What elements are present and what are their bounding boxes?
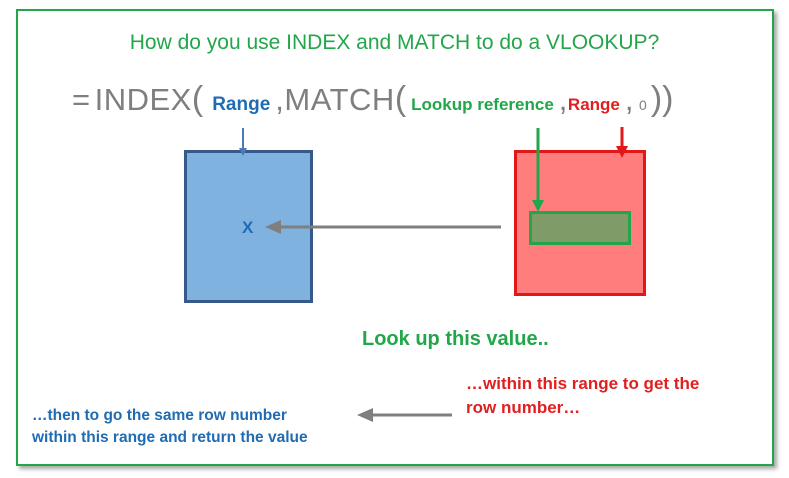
formula-index-function: INDEX bbox=[94, 82, 192, 117]
return-value-line-2: within this range and return the value bbox=[32, 429, 308, 446]
diagram-title: How do you use INDEX and MATCH to do a V… bbox=[129, 31, 660, 54]
within-range-line-2: row number… bbox=[466, 398, 581, 417]
formula-equals: = bbox=[72, 82, 91, 117]
return-value-label: …then to go the same row number within t… bbox=[32, 405, 308, 449]
formula-comma-2: , bbox=[558, 82, 568, 117]
formula-match-function: MATCH bbox=[284, 82, 395, 117]
formula-comma-1: , bbox=[275, 82, 285, 117]
lookup-value-cell bbox=[529, 211, 631, 245]
formula-close-parens: )) bbox=[650, 80, 674, 118]
return-value-line-1: …then to go the same row number bbox=[32, 407, 287, 424]
formula-zero: 0 bbox=[639, 97, 647, 113]
formula-open-paren-2: ( bbox=[394, 80, 407, 118]
formula-comma-3: , bbox=[624, 82, 635, 117]
lookup-value-label: Look up this value.. bbox=[362, 328, 549, 350]
within-range-line-1: …within this range to get the bbox=[466, 374, 700, 393]
diagram-frame bbox=[16, 9, 774, 466]
result-marker: X bbox=[242, 218, 254, 237]
formula-range-2: Range bbox=[567, 95, 620, 114]
formula-open-paren-1: ( bbox=[191, 80, 204, 118]
formula: = INDEX ( Range , MATCH ( Lookup referen… bbox=[72, 80, 673, 120]
formula-lookup-reference: Lookup reference bbox=[411, 95, 554, 114]
within-range-label: …within this range to get the row number… bbox=[466, 372, 699, 420]
formula-range-1: Range bbox=[212, 94, 271, 115]
